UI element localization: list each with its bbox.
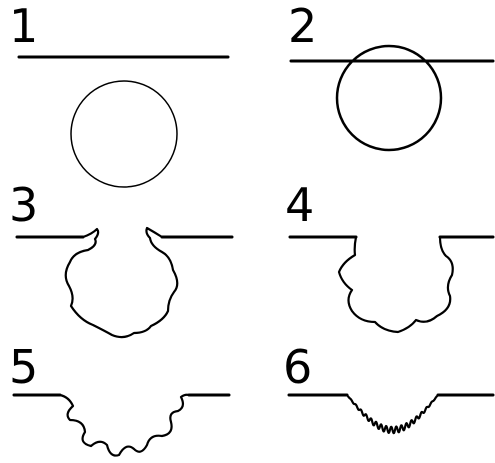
wavy-bulb	[66, 228, 178, 337]
panel-2-number: 2	[288, 0, 317, 53]
panel-1-number: 1	[9, 0, 38, 53]
zigzag-depression	[60, 395, 189, 456]
panel-6-number: 6	[283, 340, 312, 394]
panel-6: 6	[283, 340, 493, 433]
panel-5: 5	[9, 340, 229, 456]
panel-3-number: 3	[9, 178, 38, 232]
panel-4: 4	[285, 178, 493, 332]
panel-5-number: 5	[9, 340, 38, 394]
panel-4-number: 4	[285, 178, 314, 232]
panel-2: 2	[288, 0, 493, 150]
wavy-pocket	[339, 237, 453, 332]
panel-1: 1	[9, 0, 228, 187]
panel-3: 3	[9, 178, 232, 337]
fine-wavy-arc	[347, 395, 438, 433]
particle-circle	[71, 81, 177, 187]
